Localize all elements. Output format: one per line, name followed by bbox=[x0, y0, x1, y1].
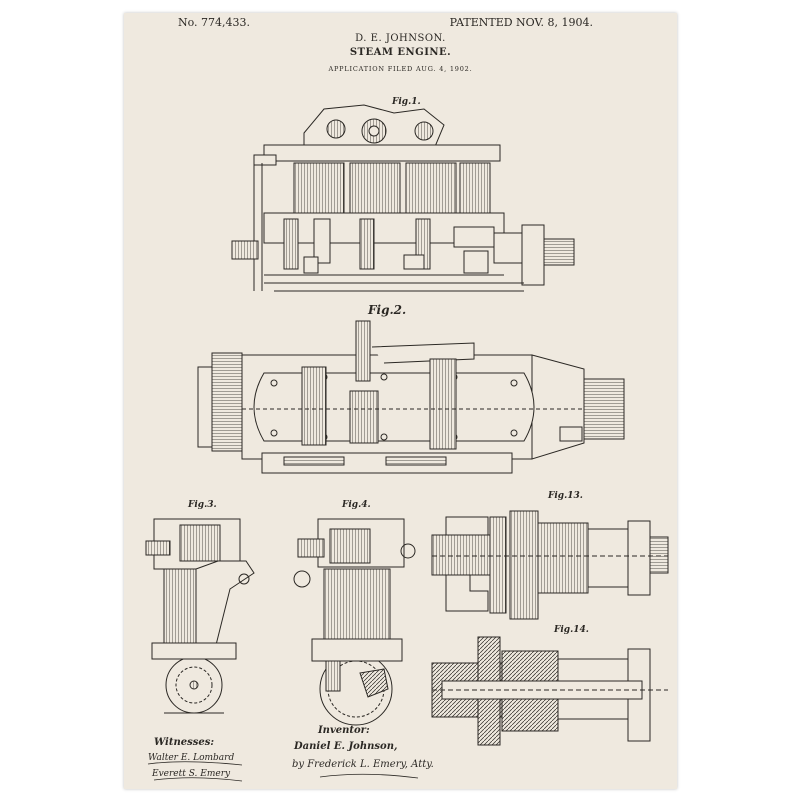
figure-4-drawing bbox=[293, 518, 416, 726]
patent-title: STEAM ENGINE. bbox=[349, 47, 452, 58]
witness-signature-1: Walter E. Lombard bbox=[148, 753, 235, 763]
figure-2-label: Fig.2. bbox=[368, 303, 407, 317]
figure-4-label: Fig.4. bbox=[342, 500, 371, 510]
figure-13-label: Fig.13. bbox=[548, 491, 583, 501]
attorney-signature: by Frederick L. Emery, Atty. bbox=[292, 759, 434, 770]
figure-13-drawing bbox=[431, 510, 669, 620]
patent-number: No. 774,433. bbox=[178, 16, 251, 29]
signature-underlines bbox=[147, 761, 419, 782]
figure-3-label: Fig.3. bbox=[188, 500, 217, 510]
figure-1-label: Fig.1. bbox=[392, 97, 421, 107]
inventor-label: Inventor: bbox=[318, 725, 370, 736]
inventor-signature: Daniel E. Johnson, bbox=[294, 741, 398, 752]
figure-14-label: Fig.14. bbox=[554, 625, 589, 635]
inventor-name-heading: D. E. JOHNSON. bbox=[355, 33, 446, 44]
figure-2-drawing bbox=[197, 320, 625, 474]
patent-drawings bbox=[145, 104, 669, 782]
witnesses-label: Witnesses: bbox=[154, 737, 215, 748]
patent-sheet: No. 774,433. PATENTED NOV. 8, 1904. D. E… bbox=[124, 13, 677, 789]
witness-signature-2: Everett S. Emery bbox=[152, 769, 231, 779]
application-filed: APPLICATION FILED AUG. 4, 1902. bbox=[328, 65, 473, 73]
patented-date: PATENTED NOV. 8, 1904. bbox=[449, 16, 593, 29]
figure-3-drawing bbox=[145, 518, 255, 714]
figure-1-drawing bbox=[231, 104, 575, 292]
figure-14-drawing bbox=[431, 636, 668, 746]
